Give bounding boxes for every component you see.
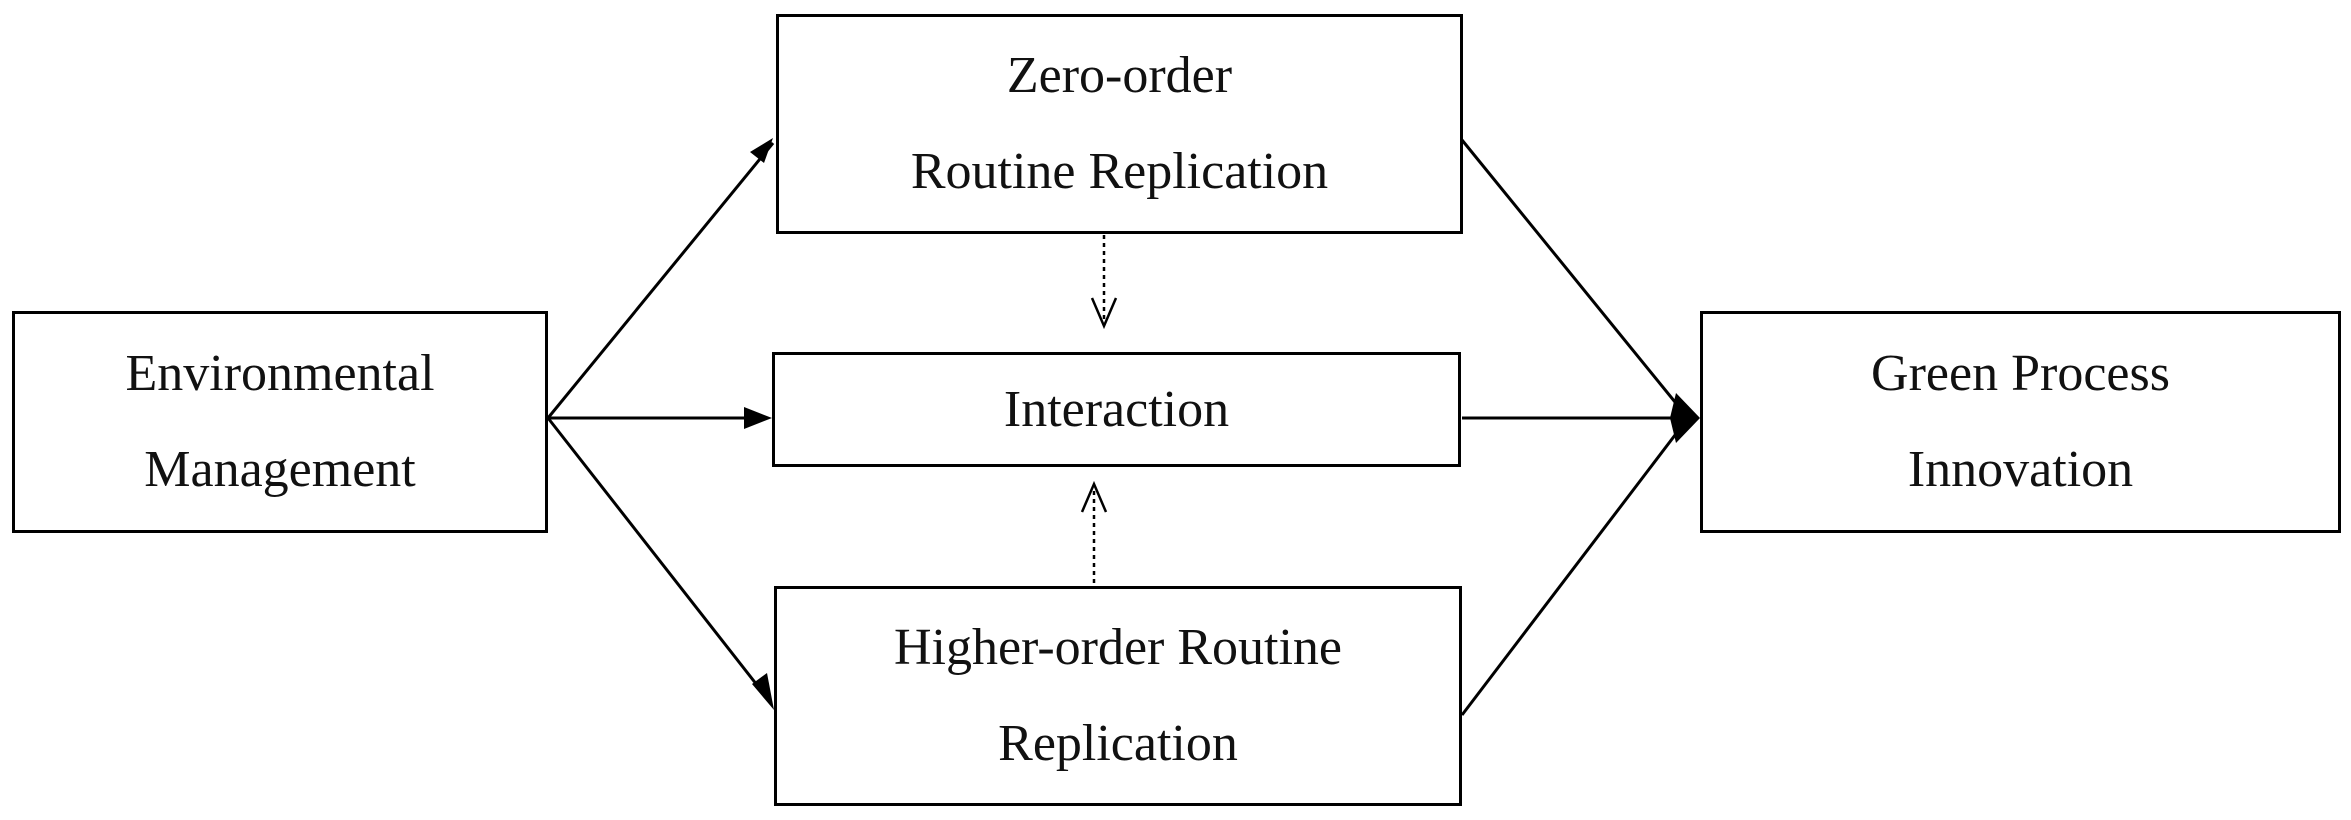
environmental-management-label-line1: Environmental <box>125 345 435 402</box>
arrowhead-env-to-interaction <box>744 407 772 429</box>
green-process-label-line1: Green Process <box>1871 345 2170 402</box>
open-arrowhead-higher-order-to-interaction <box>1080 480 1108 513</box>
higher-order-label-line2: Replication <box>998 715 1238 772</box>
interaction-label: Interaction <box>1003 380 1230 438</box>
interaction-box: Interaction <box>772 352 1461 467</box>
arrow-env-to-zero-order <box>546 142 775 419</box>
arrow-higher-order-to-green <box>1460 417 1690 716</box>
arrow-env-to-higher-order <box>546 417 766 695</box>
arrowhead-into-green-process <box>1670 393 1700 443</box>
arrowhead-env-to-zero-order <box>750 138 773 163</box>
green-process-label-line2: Innovation <box>1907 441 2134 498</box>
zero-order-routine-replication-box: Zero-order Routine Replication <box>776 14 1463 234</box>
zero-order-label-line1: Zero-order <box>1006 47 1233 104</box>
arrow-zero-order-to-green <box>1460 139 1690 419</box>
environmental-management-box: Environmental Management <box>12 311 548 533</box>
higher-order-label-line1: Higher-order Routine <box>893 619 1343 676</box>
open-arrowhead-zero-order-to-interaction <box>1090 297 1118 330</box>
arrowhead-env-to-higher-order <box>752 673 774 710</box>
green-process-innovation-box: Green Process Innovation <box>1700 311 2341 533</box>
zero-order-label-line2: Routine Replication <box>910 143 1329 200</box>
higher-order-routine-replication-box: Higher-order Routine Replication <box>774 586 1462 806</box>
environmental-management-label-line2: Management <box>144 441 416 498</box>
